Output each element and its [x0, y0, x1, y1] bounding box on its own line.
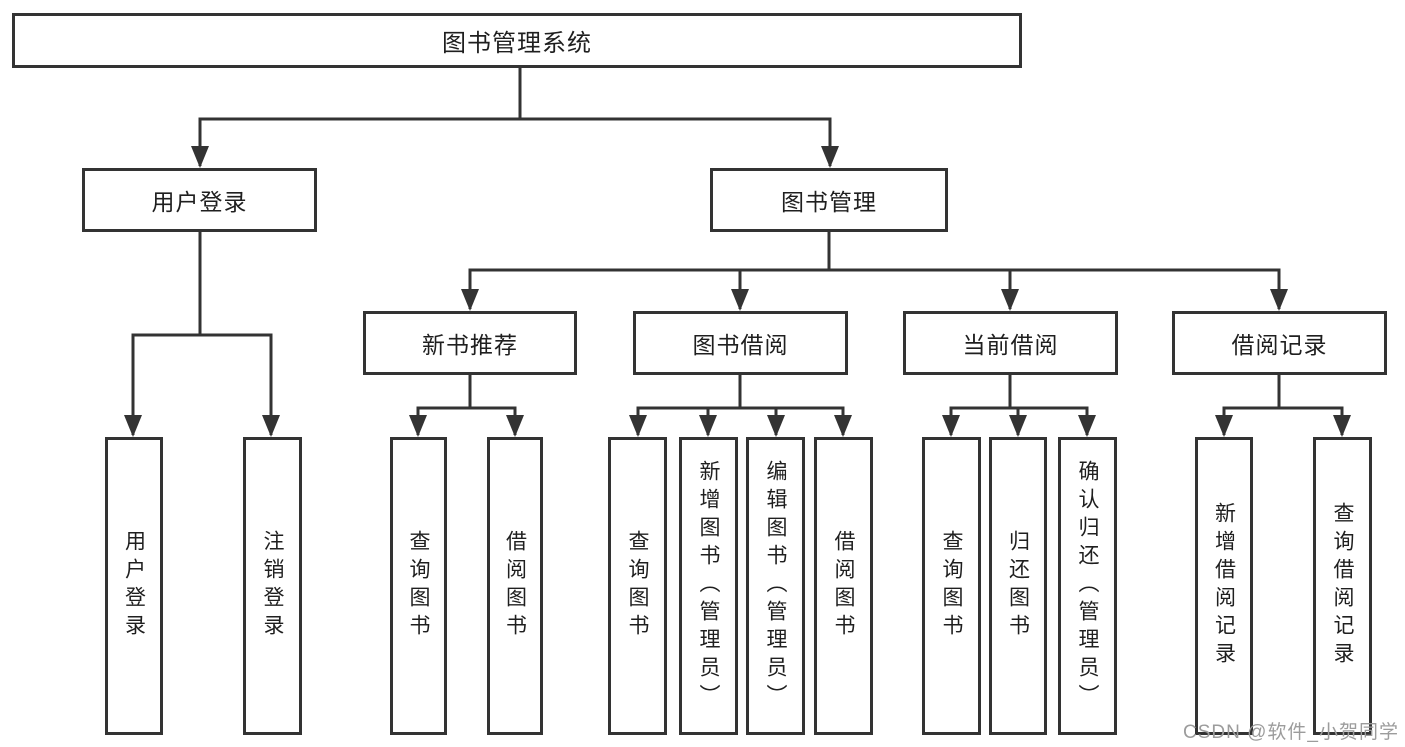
leaf-edit-books-admin: 编辑图书（管理员） — [746, 437, 805, 735]
leaf-add-borrow-record: 新增借阅记录 — [1195, 437, 1253, 735]
node-current-borrowing: 当前借阅 — [903, 311, 1118, 375]
node-new-book-recommend: 新书推荐 — [363, 311, 577, 375]
node-user-login: 用户登录 — [82, 168, 317, 232]
node-root: 图书管理系统 — [12, 13, 1022, 68]
node-book-borrowing: 图书借阅 — [633, 311, 848, 375]
leaf-add-books-admin: 新增图书（管理员） — [679, 437, 738, 735]
watermark-text: CSDN @软件_小贺同学 — [1183, 722, 1399, 743]
leaf-borrow-books-recommend: 借阅图书 — [487, 437, 543, 735]
node-borrowing-records: 借阅记录 — [1172, 311, 1387, 375]
leaf-confirm-return-admin: 确认归还（管理员） — [1058, 437, 1117, 735]
node-book-management: 图书管理 — [710, 168, 948, 232]
leaf-query-borrow-record: 查询借阅记录 — [1313, 437, 1372, 735]
leaf-user-login: 用户登录 — [105, 437, 163, 735]
leaf-borrow-books-borrowing: 借阅图书 — [814, 437, 873, 735]
leaf-return-books: 归还图书 — [989, 437, 1047, 735]
leaf-query-books-current: 查询图书 — [922, 437, 981, 735]
leaf-logout-login: 注销登录 — [243, 437, 302, 735]
leaf-query-books-recommend: 查询图书 — [390, 437, 447, 735]
leaf-query-books-borrowing: 查询图书 — [608, 437, 667, 735]
